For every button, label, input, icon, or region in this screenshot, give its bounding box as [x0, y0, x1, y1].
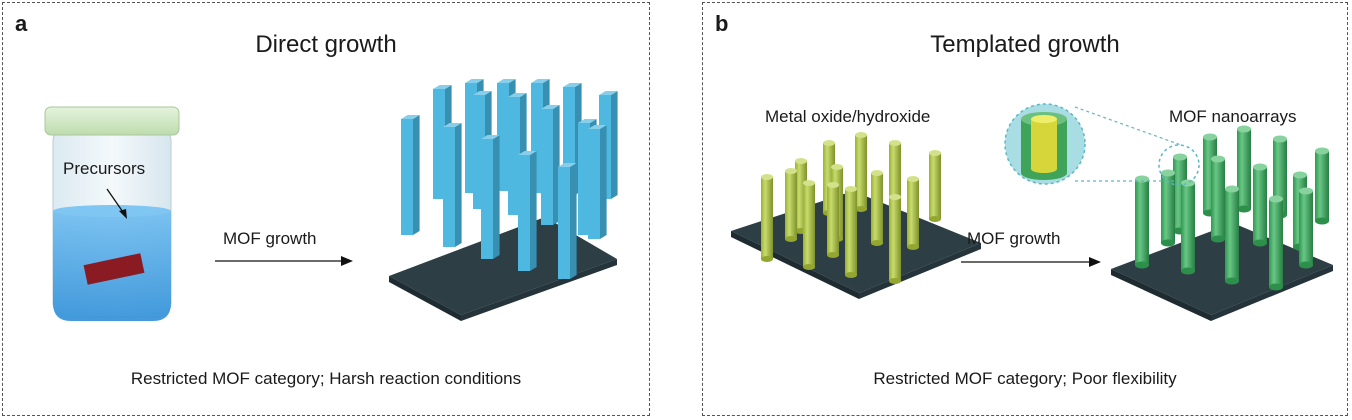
nanorod: [1299, 187, 1313, 269]
mof-nanorod-array: [401, 79, 618, 279]
templated-growth-illustration: [731, 103, 1333, 321]
panel-title-direct-growth: Direct growth: [255, 31, 397, 58]
nanorod: [588, 125, 607, 239]
template-rod-array: [761, 132, 941, 284]
direct-growth-illustration: [44, 79, 618, 321]
nanorod: [871, 170, 883, 246]
mof-nanoarray-rods: [1135, 125, 1329, 291]
precursors-label: Precursors: [63, 159, 146, 178]
mof-growth-arrow-b: [961, 257, 1101, 267]
nanorod: [1315, 147, 1329, 225]
nanorod: [907, 176, 919, 250]
template-label: Metal oxide/hydroxide: [765, 107, 931, 126]
nanorod: [803, 180, 815, 270]
nanorod: [889, 194, 901, 284]
nanorod: [558, 163, 577, 279]
nanorod: [1211, 155, 1225, 243]
nanorod: [1253, 163, 1267, 247]
nanorod: [827, 182, 839, 258]
nanorod: [481, 135, 500, 259]
caption-direct-growth: Restricted MOF category; Harsh reaction …: [130, 369, 522, 388]
panel-letter-b: b: [715, 11, 729, 36]
nanorod: [785, 168, 797, 242]
nanorod: [1135, 175, 1149, 269]
nanorod: [1161, 169, 1175, 247]
nanorod: [929, 150, 941, 222]
nanorod: [541, 105, 560, 225]
nanorod: [443, 123, 462, 247]
mof-growth-label-b: MOF growth: [967, 229, 1061, 248]
mof-growth-arrow: [215, 256, 353, 266]
core-shell-zoom-inset: [1004, 103, 1200, 186]
substrate-wafer: [83, 253, 145, 285]
nanorod: [855, 132, 867, 212]
panel-direct-growth: a Direct growth: [2, 2, 650, 416]
reaction-vial: [44, 106, 180, 321]
panel-title-templated-growth: Templated growth: [930, 31, 1120, 58]
nanorod: [1269, 195, 1283, 291]
nanorod: [845, 186, 857, 278]
nanorod: [761, 174, 773, 262]
panel-templated-growth: b Templated growth Me: [702, 2, 1348, 416]
mof-nanoarrays-label: MOF nanoarrays: [1169, 107, 1297, 126]
caption-templated-growth: Restricted MOF category; Poor flexibilit…: [873, 369, 1177, 388]
nanorod: [401, 115, 420, 235]
nanorod: [518, 151, 537, 271]
mof-growth-label-a: MOF growth: [223, 229, 317, 248]
nanorod: [1225, 185, 1239, 285]
panel-letter-a: a: [15, 11, 28, 36]
nanorod: [1181, 179, 1195, 275]
nanorod: [1237, 125, 1251, 213]
